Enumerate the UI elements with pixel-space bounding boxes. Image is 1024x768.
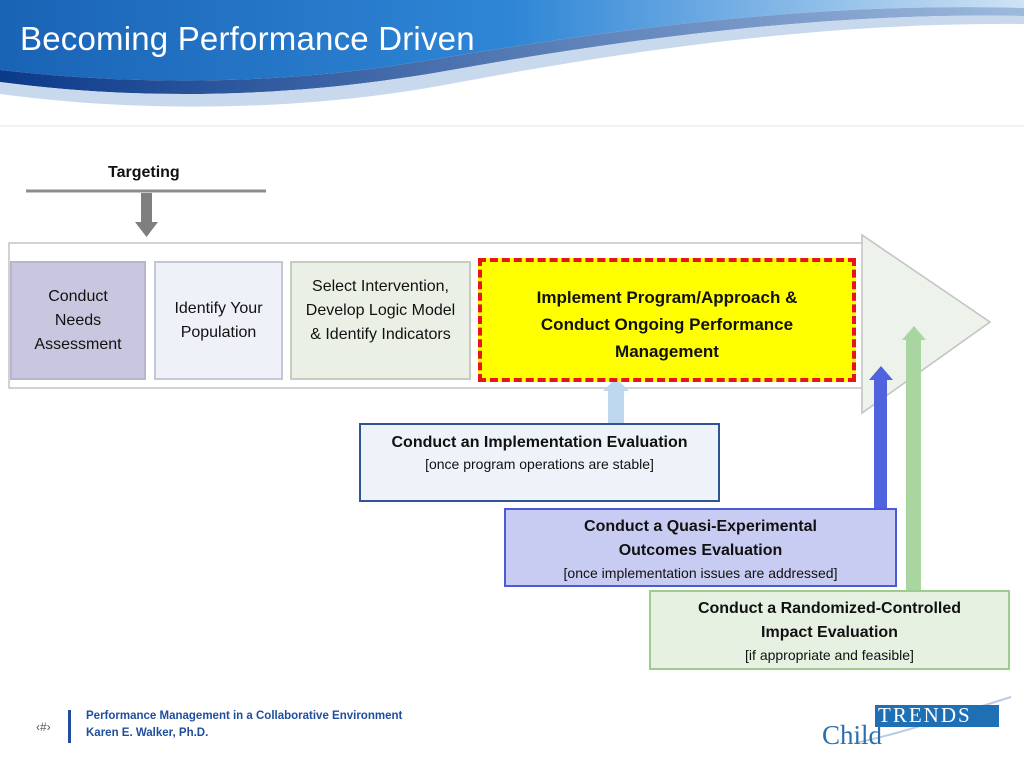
randomized-title-line1: Conduct a Randomized-Controlled [697, 600, 962, 617]
quasi-experimental-note: [once implementation issues are addresse… [563, 565, 838, 581]
footer-line2: Karen E. Walker, Ph.D. [86, 727, 209, 739]
implementation-evaluation-title: Conduct an Implementation Evaluation [391, 434, 688, 451]
logo-trends-text: TRENDS [878, 703, 972, 727]
step-needs-assessment-label: Conduct Needs Assessment [34, 287, 122, 353]
targeting-label: Targeting [108, 164, 180, 181]
step-implement-program: Implement Program/Approach & Conduct Ong… [478, 258, 856, 382]
randomized-up-arrow [902, 326, 926, 590]
targeting-arrow [135, 193, 158, 237]
randomized-title-line2: Impact Evaluation [761, 624, 898, 641]
implementation-evaluation-note: [once program operations are stable] [425, 456, 654, 472]
step-identify-population-label: Identify Your Population [174, 299, 263, 341]
slide-title: Becoming Performance Driven [20, 20, 475, 57]
step-implement-program-label: Implement Program/Approach & Conduct Ong… [536, 288, 798, 361]
child-trends-logo [854, 696, 1012, 744]
step-identify-population: Identify Your Population [154, 261, 283, 380]
quasi-experimental-up-arrow [869, 366, 893, 508]
header-banner [0, 0, 1024, 127]
implementation-evaluation-box: Conduct an Implementation Evaluation [on… [359, 423, 720, 502]
randomized-note: [if appropriate and feasible] [745, 647, 914, 663]
page-number: ‹#› [36, 720, 51, 734]
implementation-up-arrow [603, 378, 629, 424]
step-select-intervention-label: Select Intervention, Develop Logic Model… [305, 278, 456, 343]
footer-divider [68, 710, 71, 743]
step-select-intervention: Select Intervention, Develop Logic Model… [290, 261, 471, 380]
randomized-evaluation-box: Conduct a Randomized-Controlled Impact E… [649, 590, 1010, 670]
quasi-experimental-evaluation-box: Conduct a Quasi-Experimental Outcomes Ev… [504, 508, 897, 587]
process-arrow-head [861, 233, 992, 415]
footer-line1: Performance Management in a Collaborativ… [86, 710, 403, 722]
quasi-experimental-title-line2: Outcomes Evaluation [618, 542, 783, 559]
logo-child-text: Child [822, 720, 883, 750]
logo-trends-block [875, 705, 999, 727]
step-needs-assessment: Conduct Needs Assessment [10, 261, 146, 380]
quasi-experimental-title-line1: Conduct a Quasi-Experimental [584, 518, 817, 535]
